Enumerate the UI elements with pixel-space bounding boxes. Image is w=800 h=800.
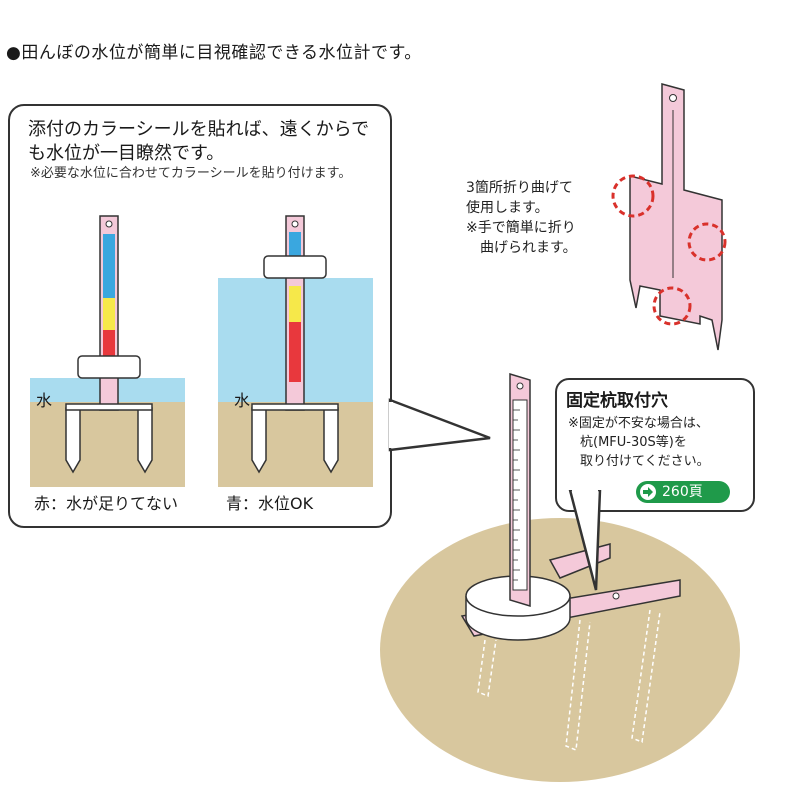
- blue-seal: [103, 234, 115, 298]
- fold-circle-1: [611, 174, 655, 218]
- yellow-seal: [289, 286, 301, 322]
- caption-blue: 青：水位OK: [226, 494, 314, 513]
- tall-gauge-stick: [509, 372, 531, 608]
- red-seal: [289, 322, 301, 382]
- bubble-title: 添付のカラーシールを貼れば、遠くからでも水位が一目瞭然です。: [28, 119, 370, 164]
- callout-note-line: 取り付けてください。: [580, 454, 710, 469]
- red-seal: [103, 330, 115, 360]
- callout-note-line: ※固定が不安な場合は、: [568, 416, 709, 431]
- fold-circle-3: [652, 286, 692, 326]
- float: [77, 355, 141, 379]
- callout-note-line: 杭(MFU-30S等)を: [580, 435, 687, 450]
- plate-shape: [629, 83, 723, 351]
- fold-note-line: 使用します。: [466, 200, 549, 216]
- page-ref-badge[interactable]: 260頁: [636, 481, 730, 503]
- bubble-tail: [388, 398, 491, 452]
- callout-tail: [568, 490, 602, 591]
- unfolded-plate: [611, 83, 727, 351]
- water-label-1: 水: [36, 391, 53, 410]
- caption-red: 赤：水が足りてない: [34, 494, 179, 513]
- panel-low-water: [30, 215, 185, 487]
- fold-note-line: 3箇所折り曲げて: [466, 180, 573, 196]
- fold-note-line: 曲げられます。: [480, 240, 577, 256]
- arrow-right-icon: [640, 484, 656, 500]
- callout-title: 固定杭取付穴: [566, 391, 668, 411]
- fold-note: 3箇所折り曲げて 使用します。 ※手で簡単に折り 曲げられます。: [466, 178, 577, 258]
- bubble-note: ※必要な水位に合わせてカラーシールを貼り付けます。: [30, 166, 352, 181]
- soil-layer: [218, 402, 373, 487]
- water-label-2: 水: [234, 391, 251, 410]
- soil-layer: [30, 402, 185, 487]
- yellow-seal: [103, 298, 115, 330]
- page-heading: ●田んぼの水位が簡単に目視確認できる水位計です。: [6, 43, 422, 63]
- hang-hole: [669, 94, 677, 102]
- stake-hole: [612, 592, 620, 600]
- ground-ellipse: [380, 518, 740, 782]
- fold-circle-2: [687, 222, 727, 262]
- fold-note-line: ※手で簡単に折り: [466, 220, 576, 236]
- float: [263, 255, 327, 279]
- panel-water-ok: [218, 215, 373, 487]
- page-ref-label: 260頁: [662, 484, 703, 500]
- callout-note: ※固定が不安な場合は、 杭(MFU-30S等)を 取り付けてください。: [568, 414, 710, 471]
